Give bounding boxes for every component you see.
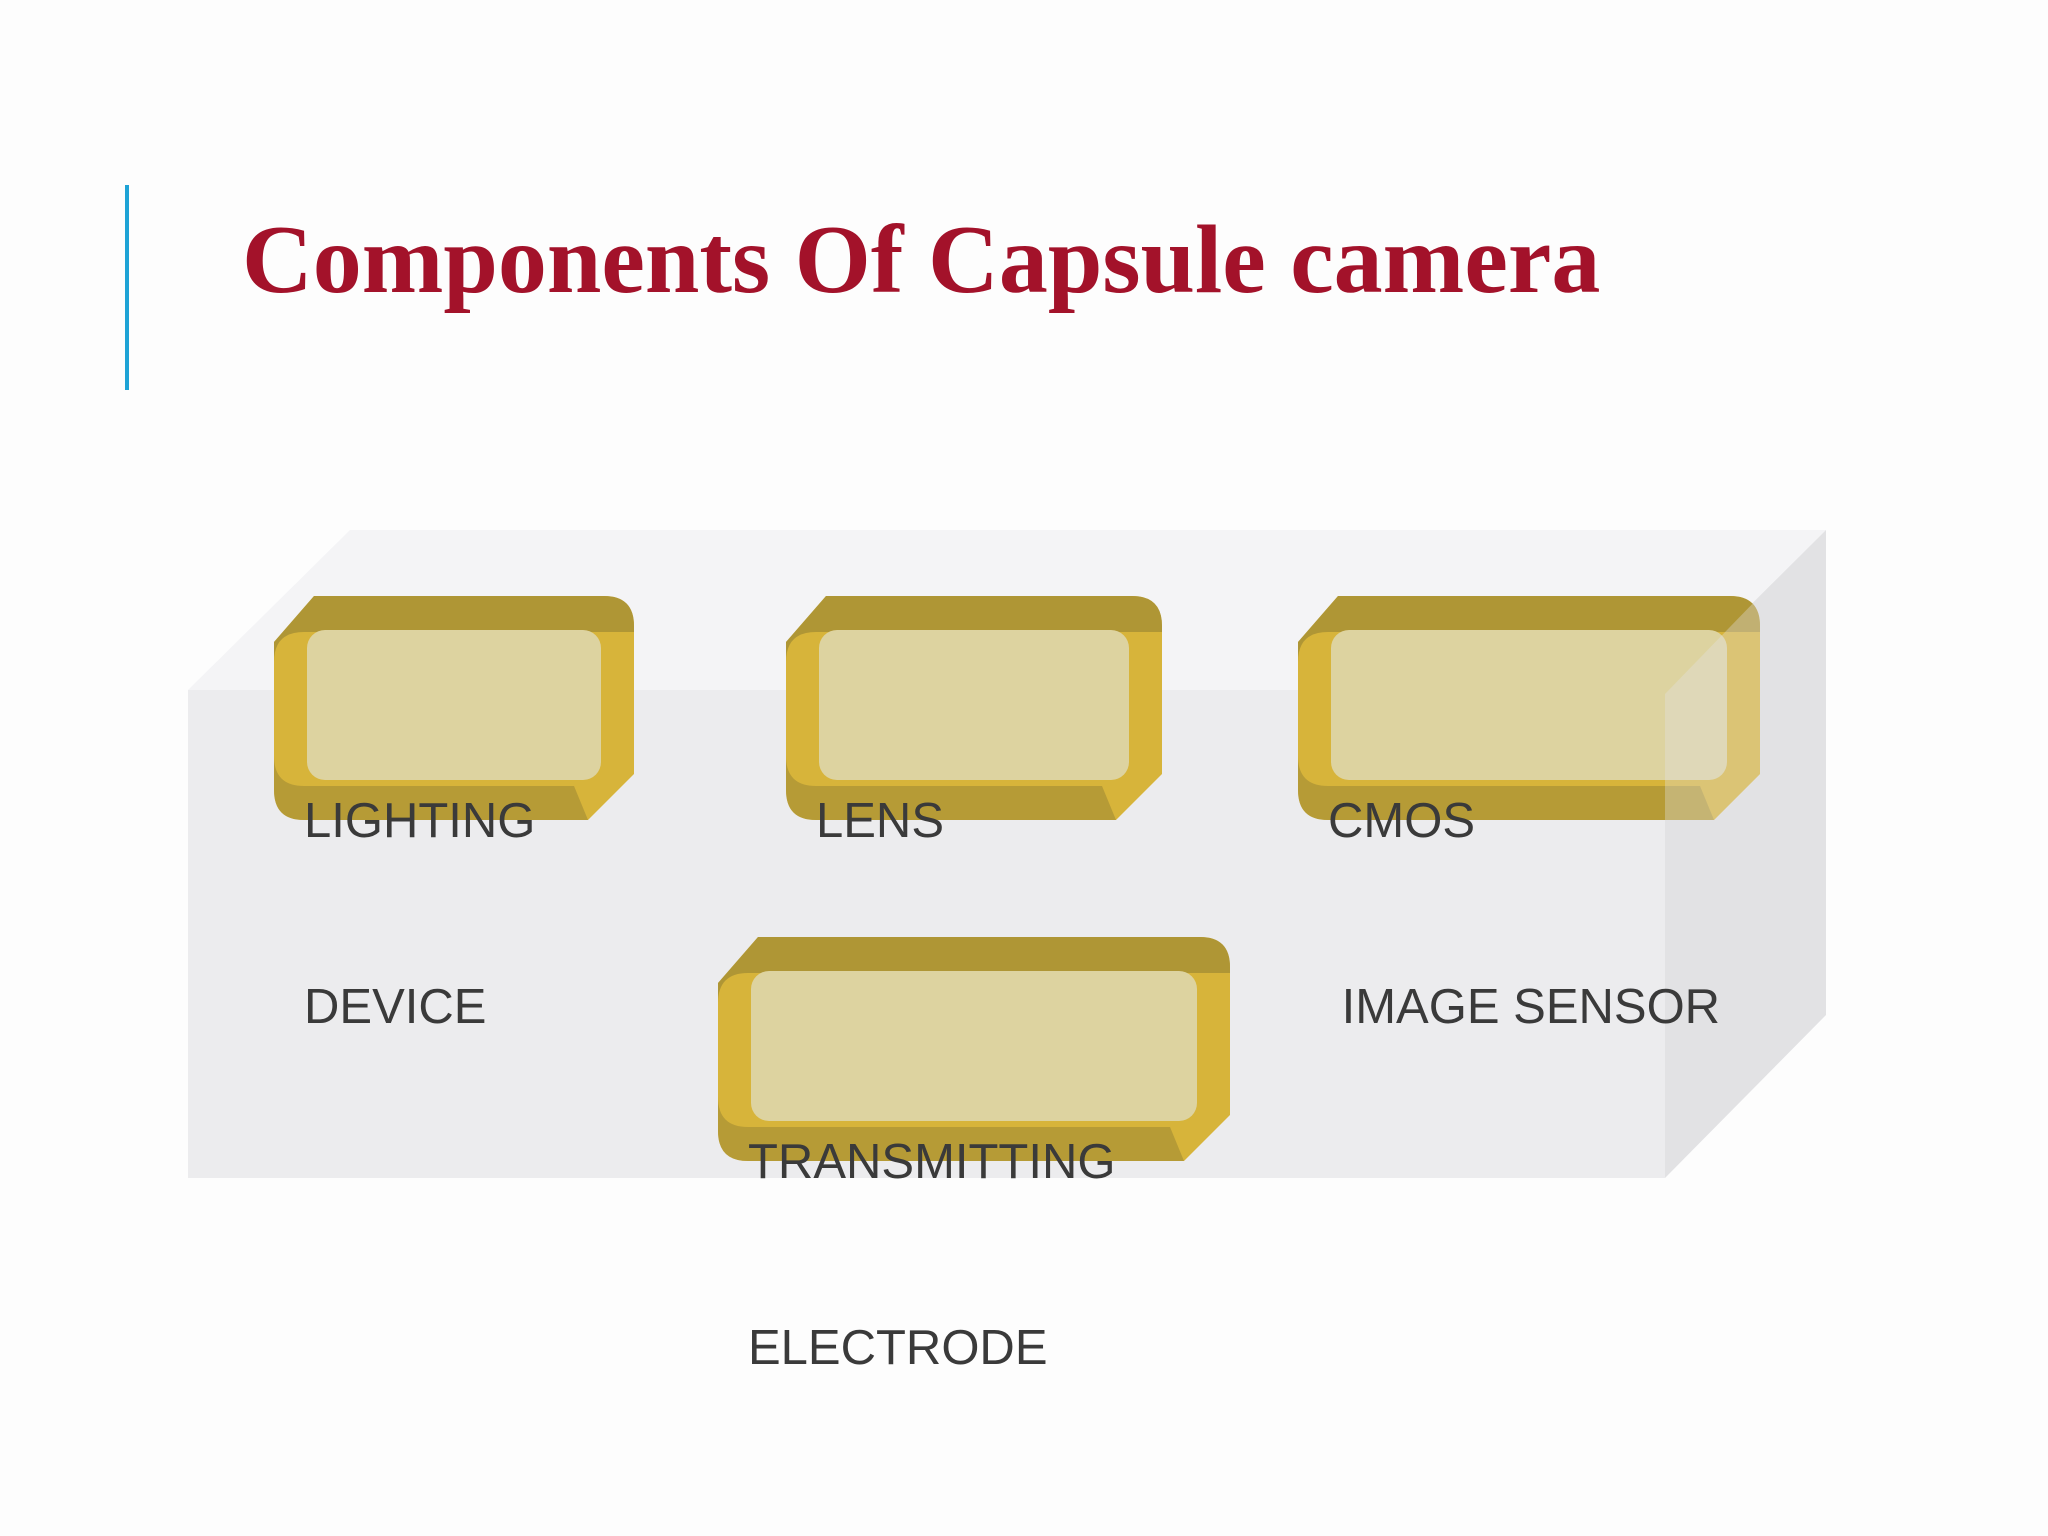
chip-shape — [1298, 596, 1760, 820]
component-label-line2: ELECTRODE — [748, 1321, 1048, 1375]
component-label-line1: TRANSMITTING — [748, 1135, 1116, 1189]
chip-shape — [718, 937, 1230, 1161]
accent-bar — [125, 185, 129, 390]
component-label-line1: LENS — [816, 794, 945, 848]
chip-shape — [274, 596, 634, 820]
component-transmitting-electrode: TRANSMITTING ELECTRODE — [718, 937, 1230, 1375]
component-label-line2: IMAGE SENSOR — [1328, 980, 1721, 1034]
chip-shape — [786, 596, 1162, 820]
page-title: Components Of Capsule camera — [242, 206, 1601, 314]
component-lighting-device: LIGHTING DEVICE — [274, 596, 634, 1034]
component-label-line2: DEVICE — [304, 980, 487, 1034]
component-lens: LENS — [786, 596, 1162, 848]
component-label-line1: CMOS — [1328, 794, 1475, 848]
component-label-line1: LIGHTING — [304, 794, 536, 848]
component-cmos-image-sensor: CMOS IMAGE SENSOR — [1298, 596, 1760, 1034]
